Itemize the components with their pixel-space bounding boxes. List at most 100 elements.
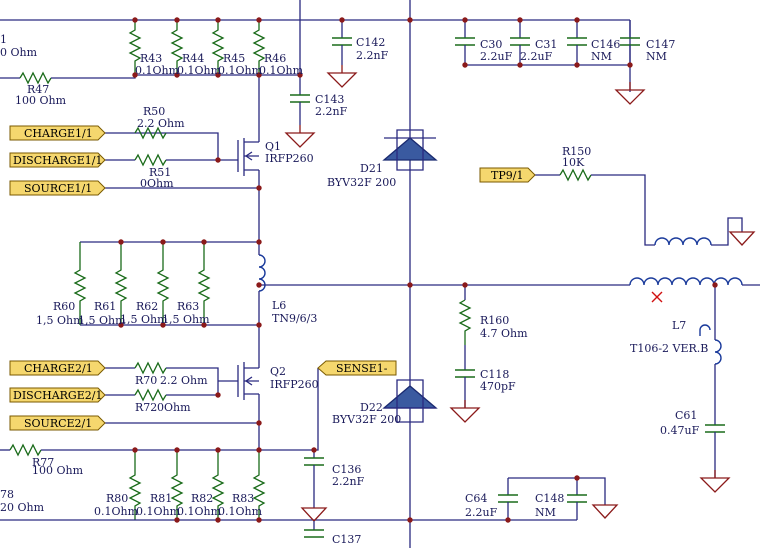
mosfet-q2[interactable] xyxy=(237,362,260,450)
svg-text:2.2 Ohm: 2.2 Ohm xyxy=(137,117,185,130)
resistor-r47[interactable] xyxy=(19,71,52,85)
svg-text:Q2: Q2 xyxy=(270,365,286,378)
resistor-r150[interactable] xyxy=(559,168,592,182)
svg-text:IRFP260: IRFP260 xyxy=(270,378,319,391)
svg-text:C64: C64 xyxy=(465,492,487,505)
svg-text:2.2nF: 2.2nF xyxy=(356,49,389,62)
capacitor-c143[interactable] xyxy=(290,94,310,103)
port-discharge2[interactable]: DISCHARGE2/1 xyxy=(9,387,106,403)
svg-text:TP9/1: TP9/1 xyxy=(491,169,523,182)
resistor-r50[interactable] xyxy=(134,126,167,140)
svg-text:R77: R77 xyxy=(32,456,54,469)
capacitor-c137[interactable] xyxy=(304,529,324,538)
resistor-r51[interactable] xyxy=(134,153,167,167)
capacitor-c61[interactable] xyxy=(705,424,725,433)
resistor-r83[interactable] xyxy=(252,450,266,520)
svg-text:2.2 Ohm: 2.2 Ohm xyxy=(160,374,208,387)
resistor-r77[interactable] xyxy=(9,443,42,457)
svg-text:R60: R60 xyxy=(53,300,75,313)
inductor-l7[interactable] xyxy=(699,324,722,365)
svg-text:0.1Ohm: 0.1Ohm xyxy=(136,505,181,518)
diode-d22[interactable] xyxy=(382,379,438,423)
svg-text:CHARGE2/1: CHARGE2/1 xyxy=(24,362,93,375)
svg-text:2.2uF: 2.2uF xyxy=(520,50,553,63)
port-source2[interactable]: SOURCE2/1 xyxy=(9,415,106,431)
svg-text:C136: C136 xyxy=(332,463,361,476)
capacitor-c30[interactable] xyxy=(455,37,475,46)
capacitor-c146[interactable] xyxy=(567,37,587,46)
diode-d21[interactable] xyxy=(382,129,438,171)
resistor-r80[interactable] xyxy=(128,450,142,520)
svg-text:IRFP260: IRFP260 xyxy=(265,152,314,165)
capacitor-c142[interactable] xyxy=(332,37,352,46)
svg-text:R46: R46 xyxy=(264,52,286,65)
resistor-r44[interactable] xyxy=(170,20,184,75)
port-source1[interactable]: SOURCE1/1 xyxy=(9,180,106,196)
svg-text:0.1Ohm: 0.1Ohm xyxy=(177,505,222,518)
svg-text:2.2uF: 2.2uF xyxy=(465,506,498,519)
resistor-r81[interactable] xyxy=(170,450,184,520)
ground-icon xyxy=(327,64,357,88)
svg-text:T106-2 VER.B: T106-2 VER.B xyxy=(630,342,708,355)
svg-text:0.1Ohm: 0.1Ohm xyxy=(177,64,222,77)
svg-text:100 Ohm: 100 Ohm xyxy=(32,464,84,477)
no-connect-icon xyxy=(651,291,663,303)
resistor-r61[interactable] xyxy=(114,242,128,325)
svg-text:R50: R50 xyxy=(143,105,165,118)
capacitor-c64[interactable] xyxy=(498,494,518,503)
resistor-r63[interactable] xyxy=(197,242,211,325)
svg-text:2.2nF: 2.2nF xyxy=(332,475,365,488)
capacitor-c136[interactable] xyxy=(304,457,324,466)
svg-text:R62: R62 xyxy=(136,300,158,313)
resistor-r46[interactable] xyxy=(252,20,266,75)
ground-icon xyxy=(450,399,480,423)
resistor-r45[interactable] xyxy=(211,20,225,75)
port-discharge1[interactable]: DISCHARGE1/1 xyxy=(9,152,106,168)
resistor-r82[interactable] xyxy=(211,450,225,520)
svg-text:D22: D22 xyxy=(360,401,383,414)
svg-text:C148: C148 xyxy=(535,492,564,505)
svg-text:1,5 Ohm: 1,5 Ohm xyxy=(120,313,168,326)
svg-text:C118: C118 xyxy=(480,368,509,381)
ground-icon xyxy=(700,469,730,493)
svg-text:4.7 Ohm: 4.7 Ohm xyxy=(480,327,528,340)
port-charge1[interactable]: CHARGE1/1 xyxy=(9,125,106,141)
port-charge2[interactable]: CHARGE2/1 xyxy=(9,360,106,376)
resistor-r160[interactable] xyxy=(458,299,472,345)
resistor-r72[interactable] xyxy=(134,388,167,402)
capacitor-c118[interactable] xyxy=(455,369,475,378)
port-tp9[interactable]: TP9/1 xyxy=(479,167,536,183)
capacitor-c148[interactable] xyxy=(567,494,587,503)
svg-text:BYV32F 200: BYV32F 200 xyxy=(327,176,396,189)
svg-text:C146: C146 xyxy=(591,38,620,51)
svg-text:10K: 10K xyxy=(562,156,585,169)
port-sense1[interactable]: SENSE1- xyxy=(317,360,397,376)
resistor-r43[interactable] xyxy=(128,20,142,75)
svg-text:0.47uF: 0.47uF xyxy=(660,424,700,437)
svg-text:R82: R82 xyxy=(191,492,213,505)
svg-text:0.1Ohm: 0.1Ohm xyxy=(135,64,180,77)
svg-text:R150: R150 xyxy=(562,145,591,158)
svg-text:NM: NM xyxy=(535,506,556,519)
svg-text:78: 78 xyxy=(0,488,14,501)
svg-text:NM: NM xyxy=(591,50,612,63)
svg-text:0.1Ohm: 0.1Ohm xyxy=(218,64,263,77)
svg-text:R51: R51 xyxy=(149,166,171,179)
mosfet-q1[interactable] xyxy=(237,135,260,188)
svg-text:DISCHARGE2/1: DISCHARGE2/1 xyxy=(13,389,102,402)
resistor-r60[interactable] xyxy=(73,242,87,325)
svg-text:0Ohm: 0Ohm xyxy=(157,401,191,414)
svg-text:D21: D21 xyxy=(360,162,383,175)
capacitor-c31[interactable] xyxy=(510,37,530,46)
svg-text:100 Ohm: 100 Ohm xyxy=(15,94,67,107)
svg-text:C31: C31 xyxy=(535,38,557,51)
svg-text:0.1Ohm: 0.1Ohm xyxy=(94,505,139,518)
resistor-r70[interactable] xyxy=(134,361,167,375)
resistor-r62[interactable] xyxy=(156,242,170,325)
svg-text:Q1: Q1 xyxy=(265,140,281,153)
svg-text:0.1Ohm: 0.1Ohm xyxy=(259,64,304,77)
svg-text:TN9/6/3: TN9/6/3 xyxy=(272,312,317,325)
transformer-top-coil xyxy=(629,277,743,286)
svg-text:L7: L7 xyxy=(672,319,686,332)
